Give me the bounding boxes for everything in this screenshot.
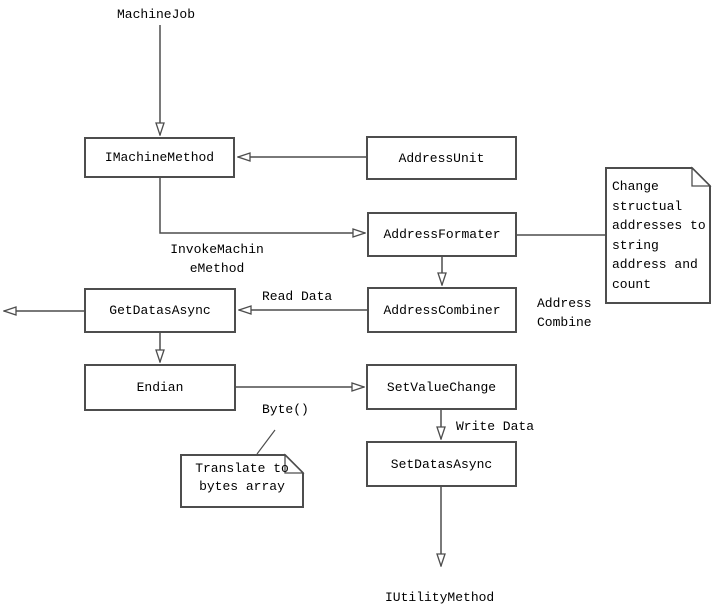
node-imachinemethod-label: IMachineMethod — [104, 150, 215, 165]
node-addresscombiner-label: AddressCombiner — [383, 302, 501, 318]
label-address-combine: Address Combine — [537, 296, 592, 330]
node-getdatasasync: GetDatasAsync — [84, 288, 236, 333]
note-change-fold — [691, 166, 712, 187]
node-addressunit: AddressUnit — [366, 136, 517, 180]
node-endian: Endian — [84, 364, 236, 411]
note-translate-fold — [284, 453, 305, 474]
label-read-data: Read Data — [262, 289, 333, 304]
node-imachinemethod: IMachineMethod — [84, 137, 235, 178]
label-machine-job: MachineJob — [117, 7, 196, 22]
node-addressunit-label: AddressUnit — [398, 150, 485, 166]
node-addressformater-label: AddressFormater — [383, 227, 501, 242]
node-addressformater: AddressFormater — [367, 212, 517, 257]
label-write-data: Write Data — [456, 419, 535, 434]
node-addresscombiner: AddressCombiner — [367, 287, 517, 333]
note-translate-text: Translate to bytes array — [195, 461, 289, 494]
node-setdatasasync: SetDatasAsync — [366, 441, 517, 487]
node-endian-label: Endian — [136, 380, 184, 395]
label-invoke-machine-method: InvokeMachin eMethod — [170, 242, 264, 276]
connector-imachinemethod-to-addressformater — [159, 178, 365, 233]
note-change-shape — [605, 167, 711, 304]
label-byte: Byte() — [262, 402, 309, 417]
node-getdatasasync-label: GetDatasAsync — [109, 303, 211, 318]
note-translate-shape — [180, 454, 304, 508]
note-change-text: Change structual addresses to string add… — [612, 179, 706, 292]
label-iutility-method: IUtilityMethod — [385, 590, 495, 605]
node-setvaluechange-label: SetValueChange — [386, 379, 497, 395]
node-setdatasasync-label: SetDatasAsync — [390, 456, 493, 472]
node-setvaluechange: SetValueChange — [366, 364, 517, 410]
leader-note-translate — [256, 429, 276, 455]
